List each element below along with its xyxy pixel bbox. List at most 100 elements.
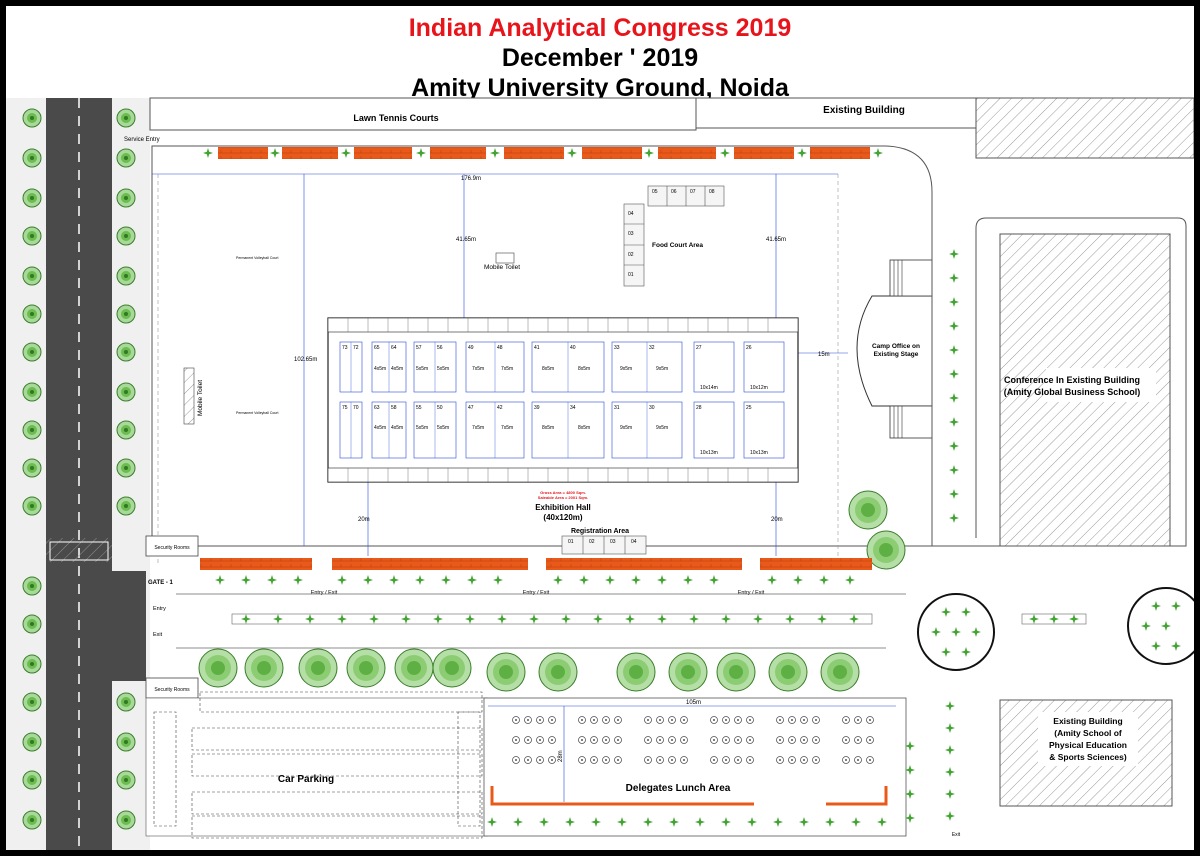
exit-bottom-label: Exit bbox=[952, 832, 961, 838]
roundabout bbox=[917, 593, 995, 671]
existing-building-2-label-1: Existing Building bbox=[1053, 716, 1122, 726]
svg-text:32: 32 bbox=[649, 345, 655, 351]
svg-text:8x5m: 8x5m bbox=[542, 366, 554, 372]
conference-label-2: (Amity Global Business School) bbox=[1004, 387, 1141, 397]
svg-text:9x5m: 9x5m bbox=[620, 425, 632, 431]
volleyball-court-2: Permanent Volleyball Court bbox=[236, 411, 278, 415]
camp-office-label-1: Camp Office on bbox=[872, 343, 920, 350]
existing-building-top-label: Existing Building bbox=[823, 105, 905, 116]
svg-text:5x5m: 5x5m bbox=[416, 366, 428, 372]
existing-building-2-label-2: (Amity School of bbox=[1054, 728, 1122, 738]
svg-text:07: 07 bbox=[690, 189, 696, 195]
svg-text:03: 03 bbox=[628, 231, 634, 237]
svg-text:33: 33 bbox=[614, 345, 620, 351]
dim-gap-bottom-right: 20m bbox=[771, 517, 783, 523]
exhibition-hall-label: Exhibition Hall bbox=[535, 503, 591, 512]
svg-text:49: 49 bbox=[468, 345, 474, 351]
svg-text:57: 57 bbox=[416, 345, 422, 351]
delegates-lunch-label: Delegates Lunch Area bbox=[626, 783, 731, 794]
saleable-area-label: Saleable Area = 2001 Sqm. bbox=[538, 495, 588, 500]
site-plan: Lawn Tennis Courts Existing Building Ser… bbox=[6, 97, 1194, 850]
dim-lunch-depth: 28m bbox=[558, 750, 564, 762]
entry-exit-2: Entry / Exit bbox=[523, 590, 550, 596]
svg-text:10x13m: 10x13m bbox=[750, 450, 768, 456]
svg-text:73: 73 bbox=[342, 345, 348, 351]
svg-text:26: 26 bbox=[746, 345, 752, 351]
main-road bbox=[46, 98, 112, 850]
top-planter-row bbox=[203, 147, 883, 159]
svg-text:31: 31 bbox=[614, 405, 620, 411]
svg-text:01: 01 bbox=[568, 539, 574, 545]
svg-text:04: 04 bbox=[631, 539, 637, 545]
entry-exit-1: Entry / Exit bbox=[311, 590, 338, 596]
dim-height-left: 102.65m bbox=[294, 357, 317, 363]
svg-text:72: 72 bbox=[353, 345, 359, 351]
svg-text:9x5m: 9x5m bbox=[620, 366, 632, 372]
svg-text:7x5m: 7x5m bbox=[501, 366, 513, 372]
svg-text:64: 64 bbox=[391, 345, 397, 351]
gate-road bbox=[112, 571, 146, 681]
svg-text:39: 39 bbox=[534, 405, 540, 411]
map-frame: Indian Analytical Congress 2019 December… bbox=[6, 6, 1194, 850]
entry-label: Entry bbox=[153, 606, 166, 612]
exit-label: Exit bbox=[153, 632, 163, 638]
existing-building-2-label-4: & Sports Sciences) bbox=[1049, 752, 1127, 762]
bottom-planter-row bbox=[200, 558, 872, 585]
svg-text:5x5m: 5x5m bbox=[437, 366, 449, 372]
gross-area-label: Gross Area = 4800 Sqm. bbox=[540, 490, 586, 495]
svg-text:40: 40 bbox=[570, 345, 576, 351]
svg-text:08: 08 bbox=[709, 189, 715, 195]
svg-text:01: 01 bbox=[628, 272, 634, 278]
existing-building-top bbox=[975, 97, 1194, 159]
lawn-tennis-label: Lawn Tennis Courts bbox=[353, 113, 438, 123]
svg-text:4x5m: 4x5m bbox=[374, 425, 386, 431]
road-median bbox=[231, 613, 873, 625]
svg-text:25: 25 bbox=[746, 405, 752, 411]
svg-text:06: 06 bbox=[671, 189, 677, 195]
svg-text:9x5m: 9x5m bbox=[656, 366, 668, 372]
dim-lunch-width: 105m bbox=[686, 700, 701, 706]
svg-text:10x12m: 10x12m bbox=[750, 385, 768, 391]
event-venue: Amity University Ground, Noida bbox=[411, 74, 789, 102]
car-parking-label: Car Parking bbox=[278, 774, 334, 785]
svg-text:27: 27 bbox=[696, 345, 702, 351]
svg-text:9x5m: 9x5m bbox=[656, 425, 668, 431]
dim-width-total: 176.9m bbox=[461, 176, 481, 182]
car-parking-area bbox=[145, 697, 489, 837]
parking-tree-row bbox=[198, 648, 860, 692]
car-slots bbox=[153, 691, 483, 839]
delegates-lunch-area bbox=[483, 697, 907, 837]
svg-text:55: 55 bbox=[416, 405, 422, 411]
svg-text:5x5m: 5x5m bbox=[437, 425, 449, 431]
svg-text:42: 42 bbox=[497, 405, 503, 411]
svg-text:41: 41 bbox=[534, 345, 540, 351]
security-rooms-top: Security Rooms bbox=[154, 545, 190, 551]
dim-depth-right: 41.65m bbox=[766, 237, 786, 243]
food-court-label: Food Court Area bbox=[652, 242, 703, 249]
entry-exit-3: Entry / Exit bbox=[738, 590, 765, 596]
dim-depth-left: 41.65m bbox=[456, 237, 476, 243]
svg-text:8x5m: 8x5m bbox=[578, 366, 590, 372]
svg-text:50: 50 bbox=[437, 405, 443, 411]
svg-text:58: 58 bbox=[391, 405, 397, 411]
event-title: Indian Analytical Congress 2019 bbox=[408, 14, 792, 42]
svg-text:7x5m: 7x5m bbox=[501, 425, 513, 431]
svg-text:02: 02 bbox=[589, 539, 595, 545]
security-rooms-bottom: Security Rooms bbox=[154, 687, 190, 693]
svg-text:7x5m: 7x5m bbox=[472, 366, 484, 372]
svg-text:65: 65 bbox=[374, 345, 380, 351]
exhibition-hall-size: (40x120m) bbox=[543, 513, 582, 522]
camp-office-stage bbox=[856, 259, 933, 439]
service-entry-label: Service Entry bbox=[124, 137, 160, 143]
event-date: December ' 2019 bbox=[501, 44, 699, 72]
svg-text:10x13m: 10x13m bbox=[700, 450, 718, 456]
svg-text:28: 28 bbox=[696, 405, 702, 411]
svg-text:63: 63 bbox=[374, 405, 380, 411]
svg-text:30: 30 bbox=[649, 405, 655, 411]
svg-text:02: 02 bbox=[628, 252, 634, 258]
exhibition-hall bbox=[327, 317, 799, 483]
svg-text:75: 75 bbox=[342, 405, 348, 411]
svg-text:05: 05 bbox=[652, 189, 658, 195]
crosswalk bbox=[49, 541, 109, 561]
volleyball-court-1: Permanent Volleyball Court bbox=[236, 256, 278, 260]
